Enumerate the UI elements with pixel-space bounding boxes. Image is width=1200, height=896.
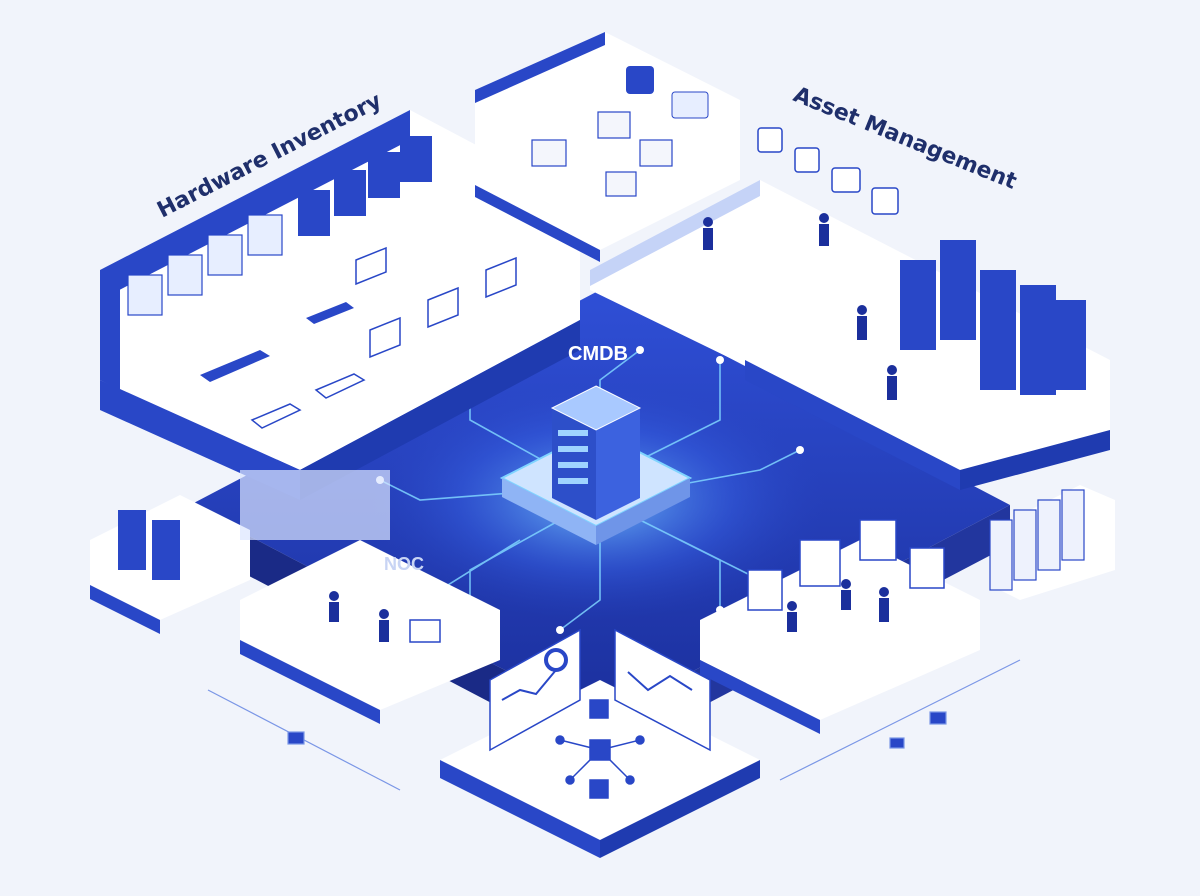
wall-panel: [240, 470, 390, 540]
dashboard-chart-icon: [614, 628, 711, 752]
router-icon: [250, 373, 366, 429]
hardware-inventory-room: [100, 110, 580, 500]
server-rack-icon: [900, 240, 1086, 395]
analytics-area: [440, 628, 760, 858]
server-rack-icon: [298, 136, 432, 236]
outer-connectors: [207, 659, 1021, 791]
asset-icon-tile: [757, 127, 899, 215]
asset-management-label: Asset Management: [790, 82, 1021, 195]
person-icon: [787, 579, 889, 632]
monitor-icon: [671, 91, 709, 119]
monitoring-room: [700, 485, 1115, 734]
network-switch-icon: [200, 302, 354, 382]
monitor-icon: [409, 619, 441, 643]
noc-room: [90, 470, 500, 724]
cmdb-label: CMDB: [568, 343, 628, 365]
server-rack-icon: [989, 489, 1085, 591]
monitor-icon: [626, 66, 654, 94]
node-graph-icon: [555, 699, 645, 799]
monitor-icon: [747, 519, 945, 611]
server-shelf: [127, 214, 283, 316]
noc-label: NOC: [384, 554, 424, 574]
person-icon: [703, 213, 897, 400]
person-icon: [329, 591, 389, 642]
server-rack-icon: [118, 510, 180, 580]
cardboard-box-icon: [531, 111, 673, 197]
laptop-icon: [355, 246, 517, 359]
cmdb-server-icon: [499, 385, 693, 545]
storage-room: [475, 32, 740, 262]
asset-management-room: [590, 127, 1110, 490]
dashboard-chart-icon: [489, 628, 581, 752]
